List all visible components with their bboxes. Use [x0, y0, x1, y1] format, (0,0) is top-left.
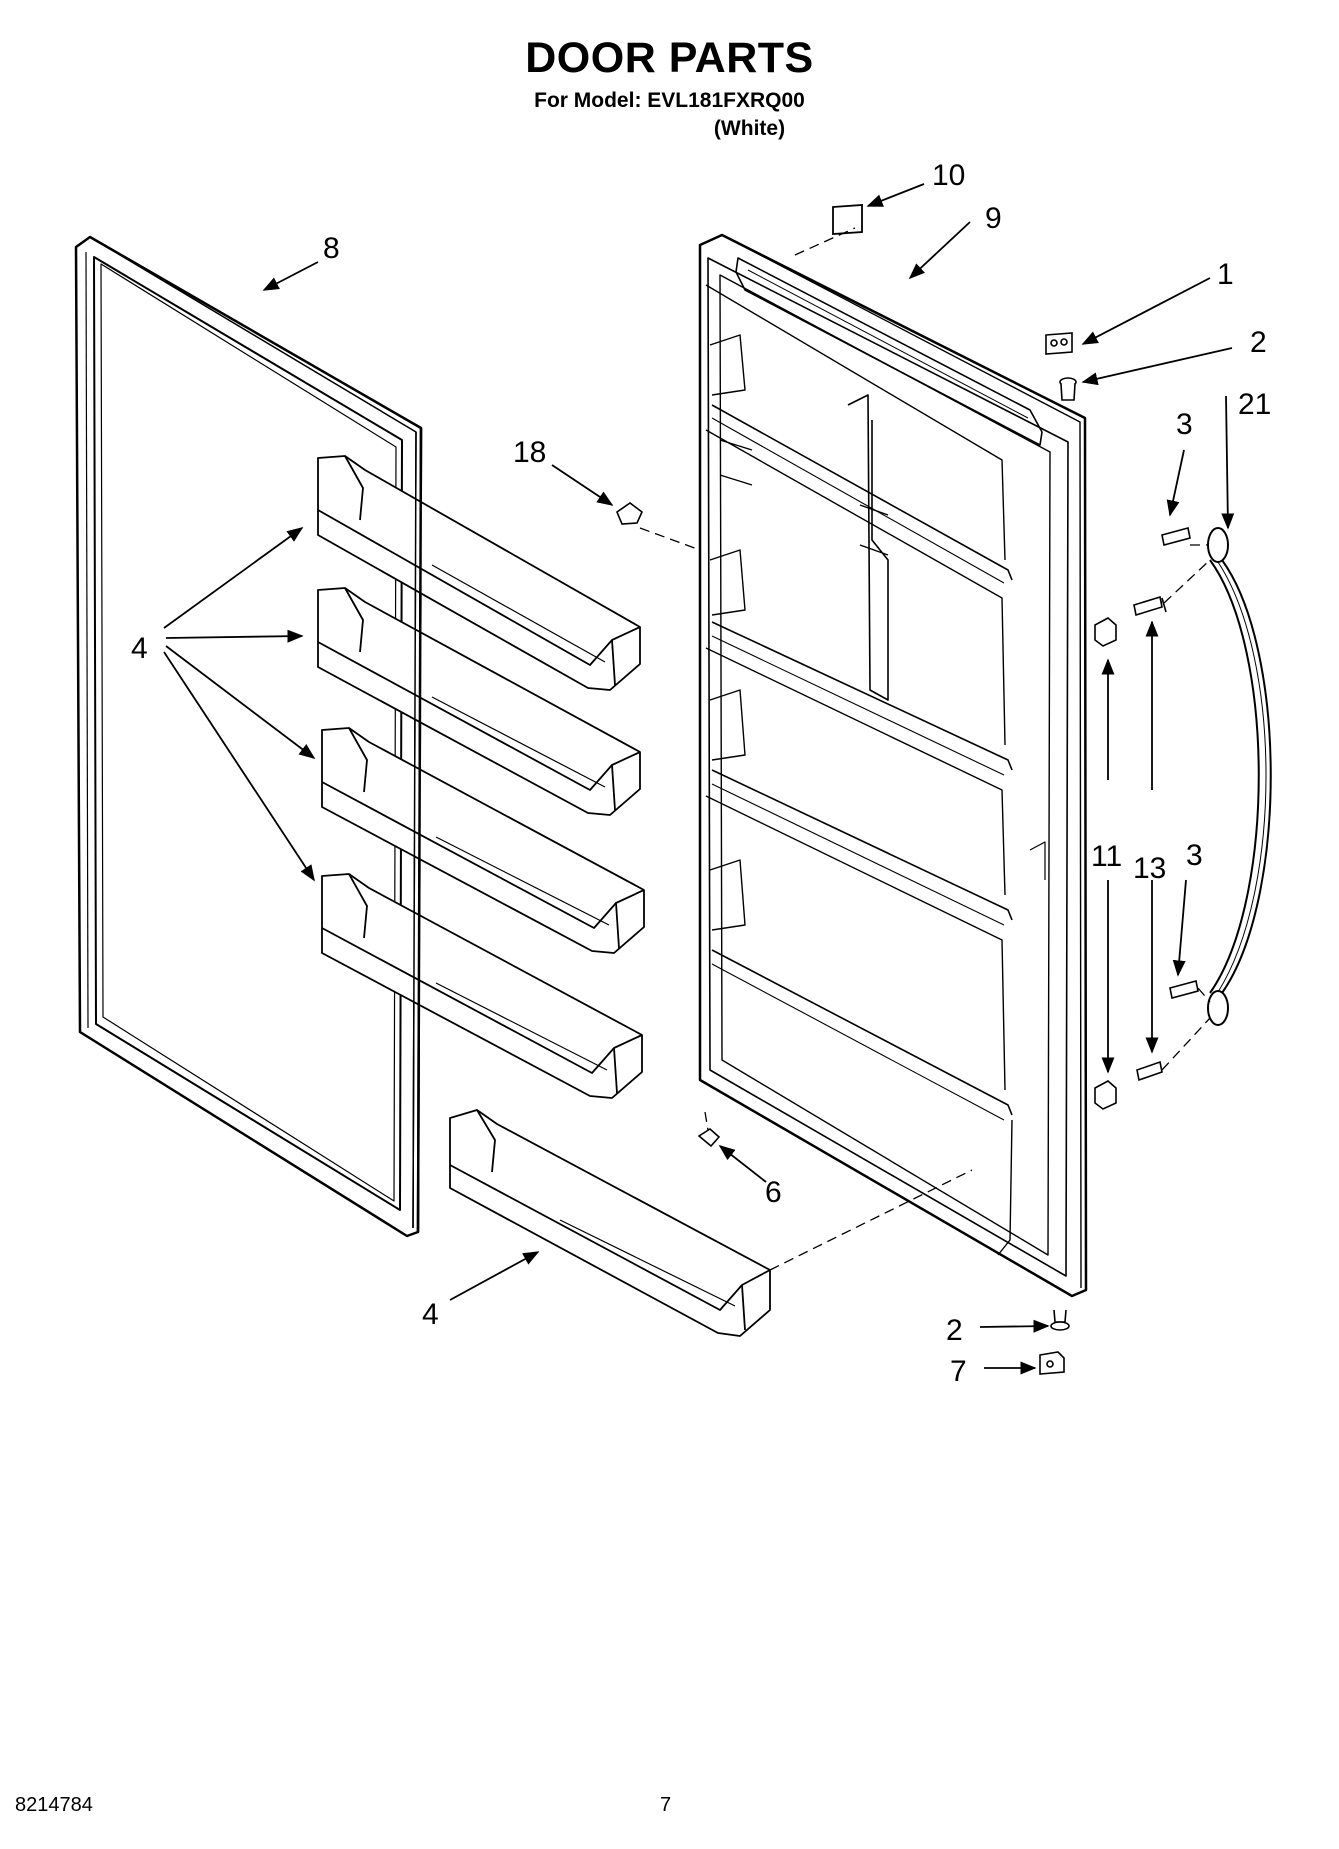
leader-8: [262, 261, 319, 291]
callout-4: 4: [131, 632, 148, 665]
door-bin-5: [449, 1109, 771, 1337]
door-bin-1: [317, 455, 641, 691]
leader-1: [1081, 277, 1211, 345]
leader-4b: [165, 629, 304, 643]
callout-2-top: 2: [1250, 326, 1267, 359]
door-bin-3: [321, 727, 645, 954]
leader-2-top: [1081, 347, 1233, 386]
callout-leaders: [163, 183, 1235, 1375]
door-bin-2: [317, 587, 641, 816]
callout-10: 10: [932, 159, 965, 192]
door-gasket: [74, 235, 423, 1238]
model-line: For Model: EVL181FXRQ00: [534, 89, 805, 112]
callout-21: 21: [1238, 388, 1271, 421]
leader-10: [866, 183, 925, 207]
door-bins: [317, 455, 771, 1337]
door-plug: [616, 502, 643, 525]
callout-4-bottom: 4: [422, 1298, 439, 1331]
hinge-top: [1045, 332, 1073, 355]
hinge-bushing-top: [1059, 377, 1077, 401]
leader-4-bottom: [449, 1251, 540, 1301]
callout-1: 1: [1217, 258, 1234, 291]
double-leaders: [1101, 620, 1159, 1074]
document-number: 8214784: [15, 1794, 93, 1816]
leader-18: [551, 464, 614, 506]
callout-labels: 8 10 9 1 2 21 3 18 4 11 13 3 6 4 2 7: [131, 159, 1271, 1388]
leader-4a: [163, 527, 304, 629]
callout-11: 11: [1091, 840, 1122, 873]
leader-4c: [165, 645, 316, 759]
assembly-lines: [639, 227, 1211, 1271]
page-number: 7: [660, 1794, 672, 1816]
handle-screws: [1133, 527, 1199, 1082]
leader-4d: [163, 651, 315, 882]
hinge-bushing-bottom: [1050, 1309, 1070, 1331]
callout-6: 6: [765, 1176, 782, 1209]
door-liner: [698, 233, 1088, 1298]
diagram-title: DOOR PARTS: [525, 34, 814, 82]
spacers: [1094, 617, 1117, 1110]
callout-9: 9: [985, 202, 1002, 235]
leader-2-bottom: [979, 1319, 1050, 1333]
callout-7: 7: [950, 1355, 967, 1388]
door-bin-4: [321, 873, 643, 1099]
leader-6: [718, 1145, 767, 1183]
callout-3-top: 3: [1176, 408, 1193, 441]
hinge-bottom: [1039, 1351, 1065, 1375]
callout-3-bottom: 3: [1186, 839, 1203, 872]
leader-3-bottom: [1172, 879, 1187, 977]
leader-9: [908, 221, 971, 280]
leader-21: [1221, 395, 1235, 530]
door-stop: [697, 1128, 721, 1148]
callout-18: 18: [513, 436, 546, 469]
callout-13: 13: [1133, 852, 1166, 885]
model-variant: (White): [713, 117, 786, 140]
door-liner-cap: [832, 204, 863, 235]
callout-8: 8: [323, 232, 340, 265]
handle: [1207, 527, 1272, 1026]
leader-3-top: [1166, 449, 1185, 517]
callout-2-bottom: 2: [946, 1314, 963, 1347]
